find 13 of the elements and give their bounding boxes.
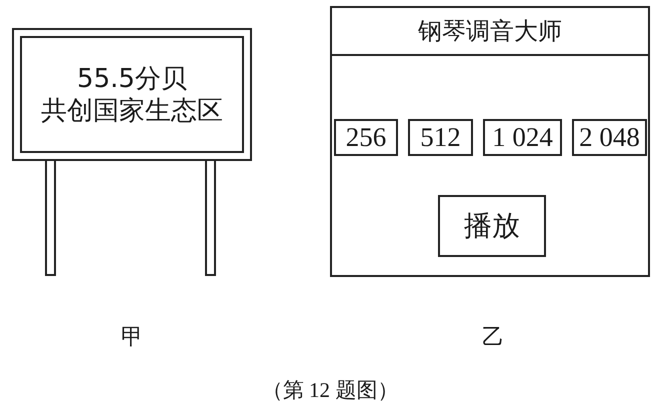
sign-text: 共创国家生态区 [41,94,223,126]
frequency-button: 256 [334,119,398,156]
frequency-button: 1 024 [483,119,562,156]
title-bar: 钢琴调音大师 [332,8,648,56]
sign-text: 55.5分贝 [77,62,187,94]
sign-board [12,28,252,161]
app-screen [330,6,650,277]
frequency-button: 2 048 [572,119,647,156]
play-button: 播放 [438,195,546,257]
panel-label: 乙 [482,324,504,350]
caption: （第 12 题图） [262,377,398,403]
panel-label: 甲 [121,324,143,350]
frequency-button: 512 [408,119,473,156]
